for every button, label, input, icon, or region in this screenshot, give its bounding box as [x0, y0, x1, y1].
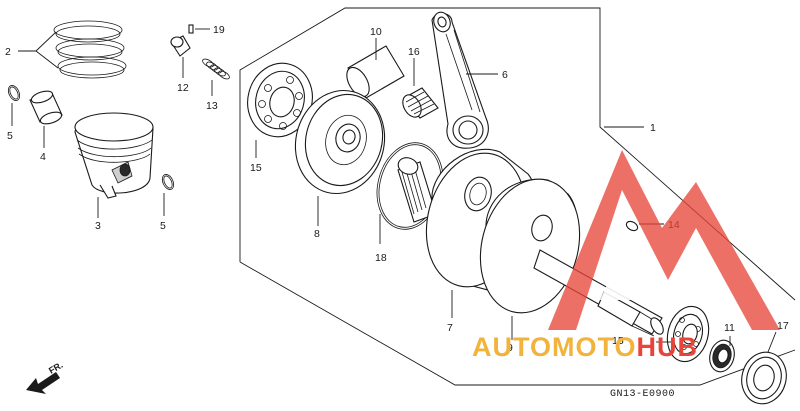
callout-17: 17 [777, 320, 789, 332]
piston-pin-clip-left [7, 85, 21, 101]
callout-16: 16 [408, 46, 420, 58]
callout-9: 9 [507, 342, 513, 354]
callout-11: 11 [724, 322, 735, 334]
connecting-rod [431, 11, 489, 149]
callout-15-upper: 15 [250, 162, 262, 174]
watermark-logo [548, 150, 780, 330]
cam-chain-pin [188, 24, 194, 34]
piston-rings [53, 20, 127, 79]
callout-15-lower: 15 [612, 335, 624, 347]
callout-7: 7 [447, 322, 453, 334]
crankshaft-bearing-left [247, 62, 313, 138]
watermark-text-auto: AUTOMOTOHUB [472, 332, 698, 362]
callout-2: 2 [5, 46, 11, 58]
diagram-code: GN13-E0900 [610, 389, 675, 400]
callout-1: 1 [650, 122, 656, 134]
callout-5-left: 5 [7, 130, 13, 142]
front-direction-arrow [26, 372, 60, 394]
watermark-text-part2: HUB [637, 332, 699, 362]
crankshaft-bearing-right [666, 305, 710, 363]
callout-4: 4 [40, 151, 46, 163]
callout-3: 3 [95, 220, 101, 232]
crank-pin [346, 45, 405, 99]
callout-10: 10 [370, 26, 382, 38]
leader-2 [18, 31, 59, 69]
callout-13: 13 [206, 100, 218, 112]
piston-pin [29, 90, 63, 125]
callout-18: 18 [375, 252, 387, 264]
leader-17 [767, 331, 777, 353]
callout-8: 8 [314, 228, 320, 240]
crankshaft [397, 148, 664, 337]
oil-seal-right [741, 351, 787, 405]
woodruff-key [625, 220, 639, 232]
needle-bearing [402, 87, 439, 119]
watermark-text-part1: AUTOMOTO [472, 332, 637, 362]
piston-pin-clip-right [161, 174, 175, 190]
callout-19: 19 [213, 24, 225, 36]
front-direction-label: FR. [47, 360, 65, 376]
timing-sprocket [709, 339, 735, 373]
callout-6: 6 [502, 69, 508, 81]
callout-5-right: 5 [160, 220, 166, 232]
callout-12: 12 [177, 82, 189, 94]
piston [74, 112, 154, 199]
spring [202, 58, 230, 80]
tensioner-cap [170, 35, 191, 57]
crankshaft-oil-seal [294, 89, 386, 195]
